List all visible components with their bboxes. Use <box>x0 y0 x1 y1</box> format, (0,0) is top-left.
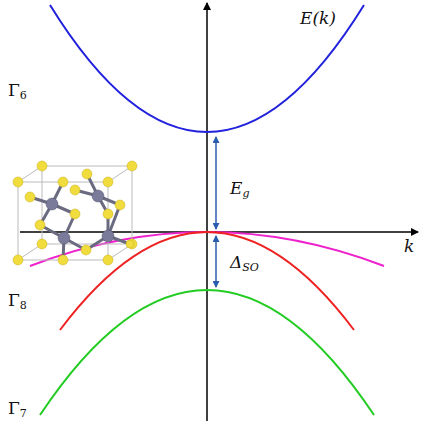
k-axis-label: k <box>404 238 414 255</box>
gap-label: Eg <box>230 180 250 199</box>
split-off-band <box>40 290 374 415</box>
split-off-arrow <box>215 236 217 287</box>
zincblende-cell <box>18 166 132 260</box>
energy-axis <box>206 3 208 421</box>
heavy-hole-band <box>30 232 384 266</box>
band-symmetry-label: Γ7 <box>8 400 27 419</box>
conduction-band <box>50 5 364 132</box>
crystal-atoms <box>13 161 137 265</box>
crystal-bonds <box>30 174 130 260</box>
band-symmetry-label: Γ8 <box>8 292 27 311</box>
energy-axis-label: E(k) <box>300 10 336 27</box>
gap-arrow <box>215 137 217 229</box>
band-symmetry-label: Γ6 <box>8 82 27 101</box>
light-hole-band <box>60 232 354 330</box>
split-off-label: ΔSO <box>230 254 259 273</box>
